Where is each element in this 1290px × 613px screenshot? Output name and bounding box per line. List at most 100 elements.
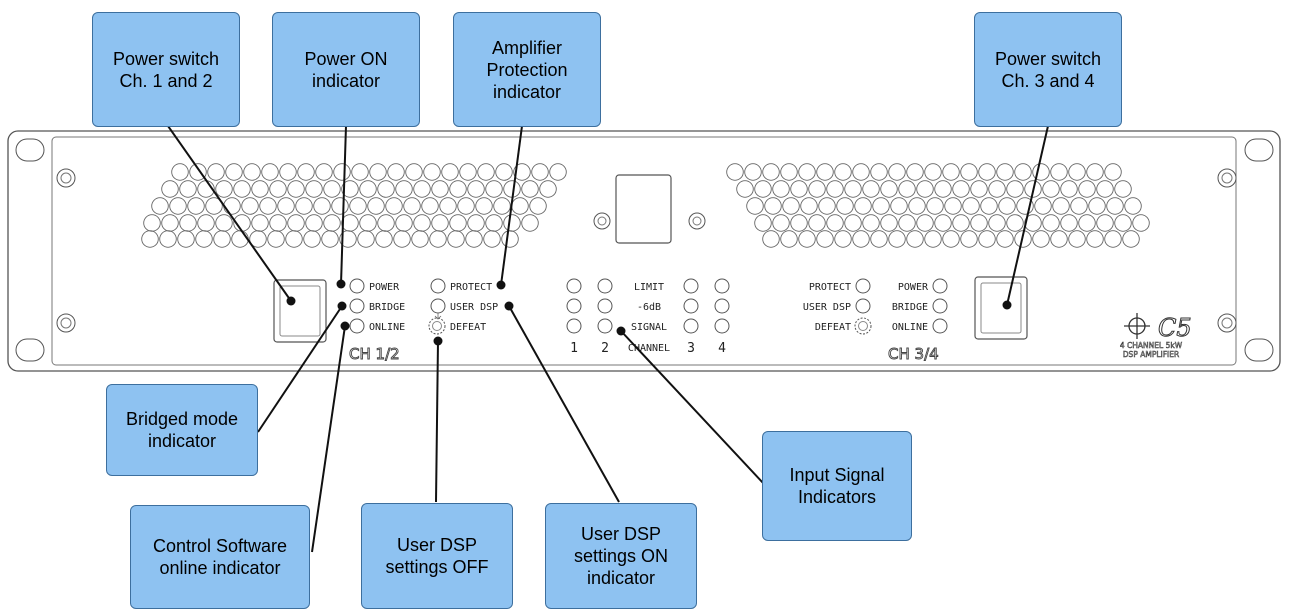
vent-hole bbox=[1050, 163, 1068, 181]
vent-hole bbox=[772, 214, 790, 232]
vent-hole bbox=[872, 197, 890, 215]
led-online-ch34 bbox=[932, 318, 948, 334]
vent-hole bbox=[187, 197, 205, 215]
vent-hole bbox=[1114, 214, 1132, 232]
vent-hole bbox=[423, 163, 441, 181]
vent-hole bbox=[495, 163, 513, 181]
vent-hole bbox=[836, 197, 854, 215]
led-protect-ch34 bbox=[855, 278, 871, 294]
vent-hole bbox=[225, 163, 243, 181]
vent-hole bbox=[377, 180, 395, 198]
vent-hole bbox=[880, 180, 898, 198]
vent-hole bbox=[333, 163, 351, 181]
led-online-ch12 bbox=[349, 318, 365, 334]
defeat-button-ch12[interactable] bbox=[428, 317, 446, 335]
power-switch-ch12[interactable] bbox=[273, 279, 327, 343]
vent-hole bbox=[341, 180, 359, 198]
vent-hole bbox=[798, 230, 816, 248]
leader-lines bbox=[167, 125, 1049, 553]
led-bridge-ch34 bbox=[932, 298, 948, 314]
vent-hole bbox=[177, 230, 195, 248]
label-user-dsp-ch12: USER DSP bbox=[450, 302, 498, 313]
vent-grille-left bbox=[141, 163, 567, 248]
vent-hole bbox=[403, 197, 421, 215]
vent-hole bbox=[367, 197, 385, 215]
led-ch2-signal bbox=[597, 318, 613, 334]
vent-hole bbox=[916, 214, 934, 232]
vent-hole bbox=[1050, 230, 1068, 248]
vent-hole bbox=[529, 197, 547, 215]
vent-hole bbox=[808, 180, 826, 198]
vent-hole bbox=[818, 197, 836, 215]
vent-hole bbox=[782, 197, 800, 215]
vent-hole bbox=[323, 180, 341, 198]
led-ch1-signal bbox=[566, 318, 582, 334]
vent-hole bbox=[431, 180, 449, 198]
vent-hole bbox=[908, 197, 926, 215]
vent-hole bbox=[1124, 197, 1142, 215]
vent-hole bbox=[1006, 214, 1024, 232]
led-bridge-ch12 bbox=[349, 298, 365, 314]
rack-panel-outline bbox=[7, 130, 1281, 372]
led-protect-ch12 bbox=[430, 278, 446, 294]
led-ch3-6db bbox=[683, 298, 699, 314]
label-user-dsp-ch34: USER DSP bbox=[803, 302, 851, 313]
leader-dsp-on bbox=[508, 305, 620, 503]
label-power-ch12: POWER bbox=[369, 282, 400, 293]
leader-power-switch-34 bbox=[1006, 125, 1049, 306]
vent-hole bbox=[746, 197, 764, 215]
vent-hole bbox=[1068, 230, 1086, 248]
vent-hole bbox=[485, 180, 503, 198]
led-ch2-limit bbox=[597, 278, 613, 294]
vent-hole bbox=[934, 180, 952, 198]
vent-hole bbox=[1132, 214, 1150, 232]
vent-hole bbox=[870, 163, 888, 181]
vent-hole bbox=[1070, 197, 1088, 215]
vent-hole bbox=[754, 214, 772, 232]
vent-hole bbox=[780, 163, 798, 181]
vent-hole bbox=[960, 163, 978, 181]
vent-hole bbox=[243, 163, 261, 181]
vent-hole bbox=[1088, 197, 1106, 215]
power-switch-ch34[interactable] bbox=[974, 276, 1028, 340]
vent-hole bbox=[539, 180, 557, 198]
vent-hole bbox=[890, 197, 908, 215]
vent-hole bbox=[906, 230, 924, 248]
vent-hole bbox=[978, 163, 996, 181]
vent-hole bbox=[826, 180, 844, 198]
vent-hole bbox=[457, 197, 475, 215]
vent-hole bbox=[898, 214, 916, 232]
label-channel-3: 3 bbox=[687, 341, 695, 356]
vent-hole bbox=[369, 163, 387, 181]
vent-hole bbox=[1042, 180, 1060, 198]
leader-bridged bbox=[257, 305, 343, 433]
vent-hole bbox=[305, 180, 323, 198]
vent-hole bbox=[501, 230, 519, 248]
leader-control-software bbox=[311, 325, 346, 553]
label-bridge-ch34: BRIDGE bbox=[892, 302, 928, 313]
led-ch4-6db bbox=[714, 298, 730, 314]
vent-hole bbox=[465, 230, 483, 248]
label-minus-6db: -6dB bbox=[637, 302, 661, 313]
vent-hole bbox=[988, 180, 1006, 198]
display-screw-left bbox=[593, 212, 611, 230]
vent-hole bbox=[1024, 214, 1042, 232]
vent-hole bbox=[888, 163, 906, 181]
label-ch-3-4: CH 3/4 bbox=[888, 345, 939, 363]
vent-hole bbox=[179, 180, 197, 198]
vent-hole bbox=[267, 230, 285, 248]
vent-hole bbox=[359, 180, 377, 198]
vent-hole bbox=[295, 197, 313, 215]
vent-hole bbox=[870, 230, 888, 248]
vent-hole bbox=[249, 230, 267, 248]
vent-hole bbox=[279, 163, 297, 181]
vent-hole bbox=[970, 180, 988, 198]
vent-hole bbox=[1122, 230, 1140, 248]
vent-hole bbox=[898, 180, 916, 198]
vent-hole bbox=[944, 197, 962, 215]
defeat-button-ch34[interactable] bbox=[854, 317, 872, 335]
